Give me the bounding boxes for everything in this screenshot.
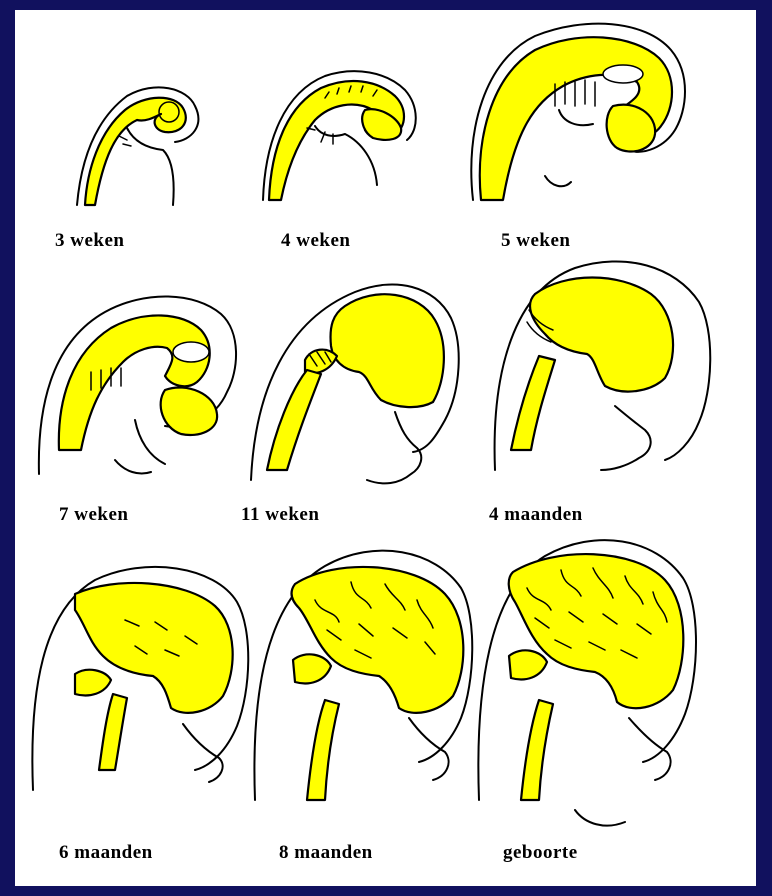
- label-7-weeks: 7 weken: [59, 504, 128, 526]
- diagram-panel: .y { fill: #ffff00; stroke: #000; stroke…: [15, 10, 756, 886]
- label-5-weeks: 5 weken: [501, 230, 570, 252]
- embryo-7-weeks: [39, 296, 236, 474]
- label-3-weeks: 3 weken: [55, 230, 124, 252]
- label-6-months: 6 maanden: [59, 842, 153, 864]
- embryo-5-weeks: [471, 24, 685, 200]
- fetus-6-months: [32, 567, 248, 790]
- fetus-11-weeks: [251, 284, 459, 483]
- newborn-at-birth: [478, 540, 696, 825]
- label-11-weeks: 11 weken: [241, 504, 319, 526]
- fetus-8-months: [254, 551, 472, 800]
- label-4-months: 4 maanden: [489, 504, 583, 526]
- label-4-weeks: 4 weken: [281, 230, 350, 252]
- label-birth: geboorte: [503, 842, 578, 864]
- brain-development-figure: .y { fill: #ffff00; stroke: #000; stroke…: [15, 10, 756, 886]
- embryo-3-weeks: [77, 87, 198, 205]
- label-8-months: 8 maanden: [279, 842, 373, 864]
- embryo-4-weeks: [263, 71, 416, 200]
- fetus-4-months: [495, 261, 711, 470]
